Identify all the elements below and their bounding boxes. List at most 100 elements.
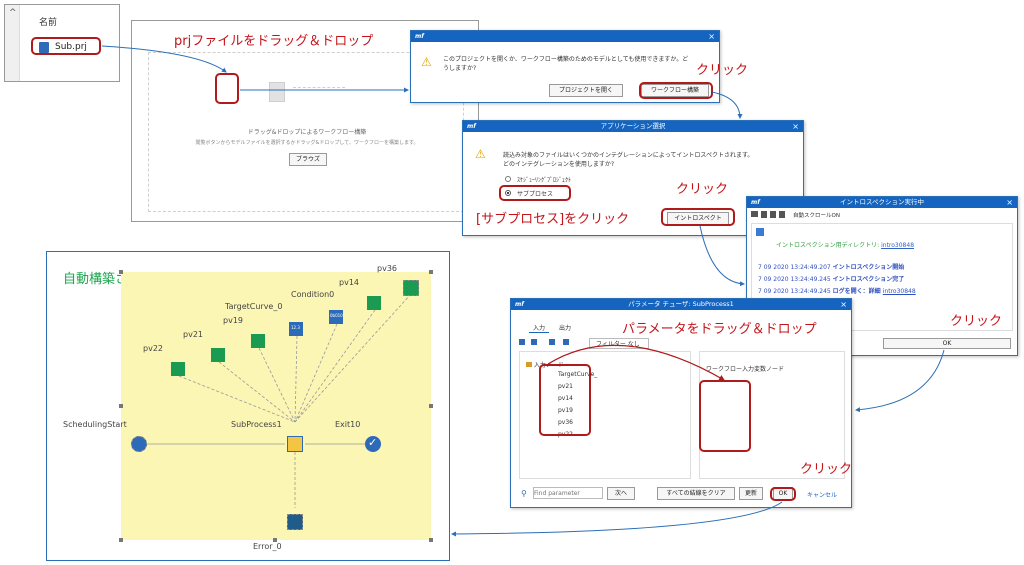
open-folder-icon[interactable] <box>751 211 758 217</box>
tree-item[interactable]: pv36 <box>558 419 573 426</box>
folder-icon <box>526 362 532 367</box>
node-error0[interactable] <box>287 514 303 530</box>
file-item-sub-prj[interactable]: Sub.prj <box>35 39 109 56</box>
arrow-dialog3-to-dialog4 <box>855 349 945 413</box>
dialog2-message-2: どのインテグレーションを使用しますか? <box>503 161 615 168</box>
save-icon[interactable] <box>779 211 785 218</box>
highlight-drop-target <box>699 380 751 452</box>
dialog4-titlebar: mf パラメータ チューザ: SubProcess1 × <box>511 299 851 310</box>
selection-handle[interactable] <box>429 538 433 542</box>
log-detail-link[interactable]: intro30848 <box>882 288 916 295</box>
file-name-label: Sub.prj <box>55 42 87 52</box>
annotation-click-2: クリック <box>676 182 729 197</box>
dialog2-message-1: 読込み対象のファイルはいくつかのインテグレーションによってイントロスペクトされま… <box>503 152 754 159</box>
copy-icon[interactable] <box>770 211 776 218</box>
workflow-build-button[interactable]: ワークフロー構築 <box>641 84 709 97</box>
label-targetcurve: TargetCurve_0 <box>225 302 283 311</box>
node-scheduling-start[interactable] <box>131 436 147 452</box>
node-pv14[interactable] <box>367 296 381 310</box>
trash-icon[interactable] <box>761 211 767 218</box>
highlight-sub-prj <box>31 37 101 55</box>
dialog4-toolbar: フィルター なし <box>519 337 839 349</box>
dialog2-titlebar: mf アプリケーション選択 × <box>463 121 803 132</box>
app-logo-icon: mf <box>415 33 424 40</box>
node-exit10[interactable] <box>365 436 381 452</box>
dialog3-ok-button[interactable]: OK <box>883 338 1011 349</box>
collapse-icon[interactable] <box>531 339 537 345</box>
tree-item[interactable]: pv14 <box>558 395 573 402</box>
dialog3-titlebar: mf イントロスペクション実行中 × <box>747 197 1017 208</box>
radio-subprocess[interactable] <box>505 190 511 196</box>
flow-diagram-icon <box>293 87 345 99</box>
label-error0: Error_0 <box>253 542 282 551</box>
highlight-workflow-button <box>639 82 713 99</box>
tab-output[interactable]: 出力 <box>559 325 572 332</box>
node-pv22[interactable] <box>171 362 185 376</box>
explorer-scroll-strip[interactable]: ^ <box>5 5 20 81</box>
annotation-drag-params: パラメータをドラッグ＆ドロップ <box>622 322 817 337</box>
close-icon[interactable]: × <box>1006 198 1013 207</box>
dialog3-toolbar: 自動スクロールON <box>751 211 1011 221</box>
open-project-dialog: mf × ⚠ このプロジェクトを開くか、ワークフロー構築のためのモデルとしても使… <box>410 30 720 103</box>
close-icon[interactable]: × <box>792 122 799 131</box>
clear-links-button[interactable]: すべての結線をクリア <box>657 487 735 500</box>
selection-handle[interactable] <box>119 404 123 408</box>
dialog3-title: イントロスペクション実行中 <box>839 198 925 206</box>
open-project-button[interactable]: プロジェクトを開く <box>549 84 623 97</box>
log-dir-label: イントロスペクション用ディレクトリ: intro30848 <box>776 242 915 249</box>
node-pv19[interactable] <box>251 334 265 348</box>
workflow-connections <box>145 293 412 508</box>
unlink-icon[interactable] <box>563 339 569 345</box>
dashed-links <box>178 293 412 508</box>
selection-handle[interactable] <box>273 538 277 542</box>
search-input[interactable] <box>533 487 603 499</box>
browse-button[interactable]: ブラウズ <box>289 153 327 166</box>
parameter-chooser-dialog: mf パラメータ チューザ: SubProcess1 × 入力 出力 フィルター… <box>510 298 852 508</box>
autoscroll-label[interactable]: 自動スクロールON <box>793 213 840 219</box>
selection-handle[interactable] <box>119 270 123 274</box>
column-header-name[interactable]: 名前 <box>39 18 58 28</box>
annotation-click-1: クリック <box>696 63 749 78</box>
node-targetcurve[interactable] <box>289 322 303 336</box>
tag-condition0: 0b010 <box>330 313 343 318</box>
tree-item[interactable]: pv21 <box>558 383 573 390</box>
selection-handle[interactable] <box>429 404 433 408</box>
log-dir-link[interactable]: intro30848 <box>881 242 915 249</box>
app-logo-icon: mf <box>751 199 760 206</box>
prj-file-icon <box>39 42 49 53</box>
close-icon[interactable]: × <box>840 300 847 309</box>
node-pv36[interactable] <box>403 280 419 296</box>
chevron-up-icon[interactable]: ^ <box>9 8 17 18</box>
dialog1-message: このプロジェクトを開くか、ワークフロー構築のためのモデルとしても使用できますか。… <box>443 56 689 72</box>
dialog4-title: パラメータ チューザ: SubProcess1 <box>628 300 734 308</box>
filter-select[interactable]: フィルター なし <box>589 338 649 349</box>
selection-handle[interactable] <box>119 538 123 542</box>
label-pv19: pv19 <box>223 316 243 325</box>
selection-handle[interactable] <box>429 270 433 274</box>
expand-icon[interactable] <box>519 339 525 345</box>
tree-item[interactable]: pv19 <box>558 407 573 414</box>
node-pv21[interactable] <box>211 348 225 362</box>
radio-scheduling-project[interactable] <box>505 176 511 182</box>
dialog2-title: アプリケーション選択 <box>600 122 666 130</box>
highlight-introspect-button <box>661 208 735 226</box>
app-logo-icon: mf <box>467 123 476 130</box>
checkmark-icon: ✓ <box>368 436 378 449</box>
tab-input[interactable]: 入力 <box>529 323 550 333</box>
annotation-drag-prj: prjファイルをドラッグ＆ドロップ <box>174 34 374 49</box>
next-button[interactable]: 次へ <box>607 487 635 500</box>
log-line-2: 7 09 2020 13:24:49.245 イントロスペクション完了 <box>758 276 905 283</box>
radio-scheduling-label: ｽｹｼﾞｭｰﾘﾝｸﾞﾌﾟﾛｼﾞｪｸﾄ <box>517 177 572 184</box>
update-button[interactable]: 更新 <box>739 487 763 500</box>
close-icon[interactable]: × <box>708 32 715 41</box>
cancel-button[interactable]: キャンセル <box>807 492 838 499</box>
workflow-canvas[interactable] <box>121 272 431 540</box>
document-icon <box>269 82 285 102</box>
log-line-1: 7 09 2020 13:24:49.207 イントロスペクション開始 <box>758 264 905 271</box>
info-icon <box>756 228 764 236</box>
link-icon[interactable] <box>549 339 555 345</box>
node-subprocess1[interactable] <box>287 436 303 452</box>
link-pv14 <box>294 309 376 423</box>
tag-targetcurve: 12.3 <box>291 325 300 330</box>
node-condition0[interactable] <box>329 310 343 324</box>
